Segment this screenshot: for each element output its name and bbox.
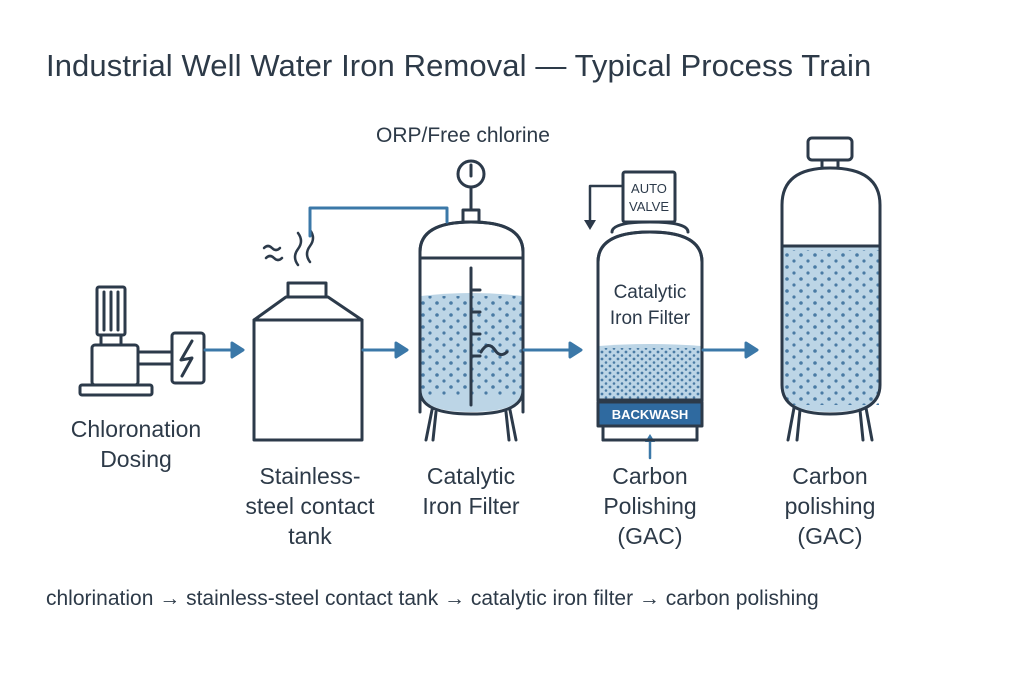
stage-label-line: (GAC): [797, 523, 863, 549]
flow-arrow-3: [522, 341, 583, 359]
dosing-pump: [78, 285, 206, 397]
gac-tank: [780, 136, 882, 442]
stage-label-line: polishing: [784, 493, 876, 519]
inner-filter-label-1: Catalytic: [614, 282, 687, 303]
pressure-gauge-icon: [456, 159, 486, 212]
stage-label-line: tank: [288, 523, 332, 549]
stage-label-line: Catalytic: [426, 463, 516, 489]
auto-valve-label-2: VALVE: [629, 199, 669, 214]
stage-label-line: Stainless-: [259, 463, 361, 489]
auto-valve-label-1: AUTO: [631, 181, 667, 196]
pump-motor-icon: [78, 285, 174, 397]
contact-tank: [252, 228, 364, 442]
catalytic-filter-tank: [308, 159, 525, 442]
stage-label-line: Dosing: [100, 446, 172, 472]
stage-label-chlorination: Chloronation Dosing: [60, 414, 212, 474]
stage-label-line: Chloronation: [70, 416, 202, 442]
stage-label-line: Iron Filter: [422, 493, 520, 519]
stage-label-carbon-polishing-1: Carbon Polishing (GAC): [576, 461, 724, 551]
stage-label-catalytic-filter: Catalytic Iron Filter: [400, 461, 542, 521]
page-title: Industrial Well Water Iron Removal — Typ…: [46, 48, 872, 83]
backwash-label: BACKWASH: [612, 407, 689, 422]
vapor-icon: [262, 228, 315, 267]
stage-label-line: Carbon: [612, 463, 688, 489]
stage-label-line: Polishing: [603, 493, 697, 519]
stage-label-contact-tank: Stainless- steel contact tank: [226, 461, 394, 551]
stage-label-carbon-polishing-2: Carbon polishing (GAC): [756, 461, 904, 551]
process-caption: chlorination → stainless-steel contact t…: [46, 587, 819, 610]
inner-filter-label-2: Iron Filter: [610, 308, 691, 329]
stage-label-line: (GAC): [617, 523, 683, 549]
lightning-controller-icon: [170, 331, 206, 385]
stage-label-line: Carbon: [792, 463, 868, 489]
catalytic-filter-2: [584, 170, 704, 460]
orp-sensor-label: ORP/Free chlorine: [376, 124, 550, 147]
flow-arrow-4: [701, 341, 759, 359]
flow-arrow-1: [203, 341, 245, 359]
flow-arrow-2: [361, 341, 409, 359]
stage-label-line: steel contact: [245, 493, 375, 519]
